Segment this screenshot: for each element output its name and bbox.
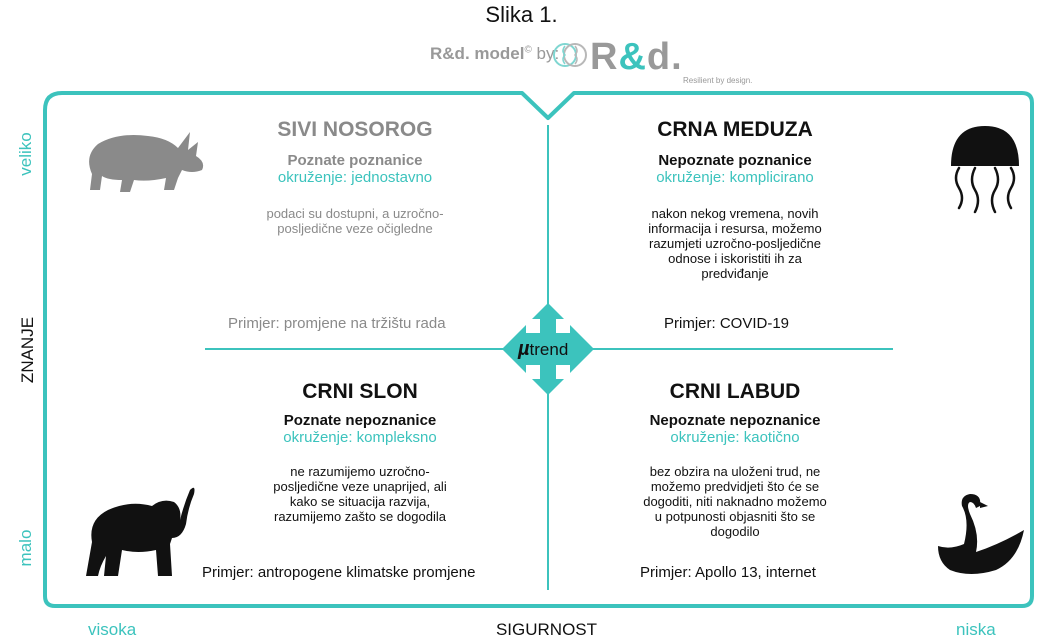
quadrant-title: CRNA MEDUZA [657, 118, 813, 141]
quadrant-bottom-right: CRNI LABUD Nepoznate nepoznanice okružen… [580, 380, 890, 539]
mu-symbol: µ [518, 338, 530, 360]
swan-icon [938, 494, 1024, 574]
quadrant-example: Primjer: antropogene klimatske promjene [202, 564, 476, 581]
quadrant-subtitle: Nepoznate nepoznanice [649, 412, 821, 429]
quadrant-description: ne razumijemo uzročno- posljedične veze … [200, 464, 520, 524]
quadrant-environment: okruženje: komplicirano [656, 169, 814, 186]
quadrant-environment: okruženje: kaotično [670, 429, 800, 446]
description-line: informacija i resursa, možemo [648, 221, 822, 236]
quadrant-description: podaci su dostupni, a uzročno- posljedič… [190, 206, 520, 236]
description-line: nakon nekog vremena, novih [651, 206, 819, 221]
description-line: možemo predvidjeti što će se [650, 479, 820, 494]
quadrant-environment: okruženje: jednostavno [277, 169, 433, 186]
description-line: odnose i iskoristiti ih za [668, 251, 802, 266]
four-way-arrow-icon [502, 303, 594, 395]
description-line: posljedične veze očigledne [277, 221, 433, 236]
description-line: dogoditi, niti naknadno možemo [643, 494, 827, 509]
quadrant-example: Primjer: promjene na tržištu rada [228, 315, 446, 332]
jellyfish-icon [951, 126, 1019, 214]
quadrant-description: nakon nekog vremena, novih informacija i… [580, 206, 890, 281]
brand-copyright: © [524, 44, 532, 56]
quadrant-subtitle: Poznate poznanice [287, 152, 423, 169]
y-axis-high-label: veliko [16, 132, 35, 176]
quadrant-title: CRNI LABUD [669, 380, 801, 403]
microtrend-label: µtrend [518, 338, 568, 361]
figure-title: Slika 1. [485, 2, 558, 27]
brand-logo-amp: & [618, 36, 647, 78]
description-line: dogodilo [710, 524, 760, 539]
brand-logo-d: d. [646, 36, 683, 78]
brand-model-name: R&d. model [430, 44, 525, 63]
description-line: ne razumijemo uzročno- [290, 464, 430, 479]
brain-logo-icon [553, 43, 587, 67]
description-line: u potpunosti objasniti što se [654, 509, 816, 524]
description-line: bez obzira na uloženi trud, ne [649, 464, 821, 479]
brand-tagline: Resilient by design. [683, 76, 753, 85]
rhino-icon [89, 132, 204, 192]
x-axis-title: SIGURNOST [495, 620, 598, 639]
quadrant-example: Primjer: Apollo 13, internet [640, 564, 816, 581]
y-axis-title: ZNANJE [18, 316, 37, 384]
description-line: podaci su dostupni, a uzročno- [266, 206, 444, 221]
quadrant-top-left: SIVI NOSOROG Poznate poznanice okruženje… [190, 118, 520, 236]
description-line: kako se situacija razvija, [289, 494, 431, 509]
quadrant-bottom-left: CRNI SLON Poznate nepoznanice okruženje:… [200, 380, 520, 524]
description-line: posljedične veze unaprijed, ali [273, 479, 447, 494]
quadrant-description: bez obzira na uloženi trud, ne možemo pr… [580, 464, 890, 539]
description-line: razumjeti uzročno-posljedične [649, 236, 821, 251]
trend-word: trend [529, 340, 569, 359]
elephant-icon [86, 487, 195, 576]
brand-logo: R&d. [590, 36, 683, 79]
quadrant-environment: okruženje: kompleksno [283, 429, 437, 446]
quadrant-subtitle: Nepoznate poznanice [658, 152, 812, 169]
y-axis-low-label: malo [16, 529, 35, 567]
quadrant-example: Primjer: COVID-19 [664, 315, 790, 332]
quadrant-subtitle: Poznate nepoznanice [283, 412, 437, 429]
quadrant-title: CRNI SLON [302, 380, 418, 403]
quadrant-top-right: CRNA MEDUZA Nepoznate poznanice okruženj… [580, 118, 890, 281]
quadrant-title: SIVI NOSOROG [277, 118, 433, 141]
description-line: razumijemo zašto se dogodila [274, 509, 446, 524]
description-line: predviđanje [701, 266, 769, 281]
x-axis-left-label: visoka [88, 620, 137, 639]
brand-line: R&d. model© by: R&d. Resilient by design… [0, 36, 1043, 85]
brand-logo-r: R [590, 36, 619, 78]
x-axis-right-label: niska [956, 620, 996, 639]
